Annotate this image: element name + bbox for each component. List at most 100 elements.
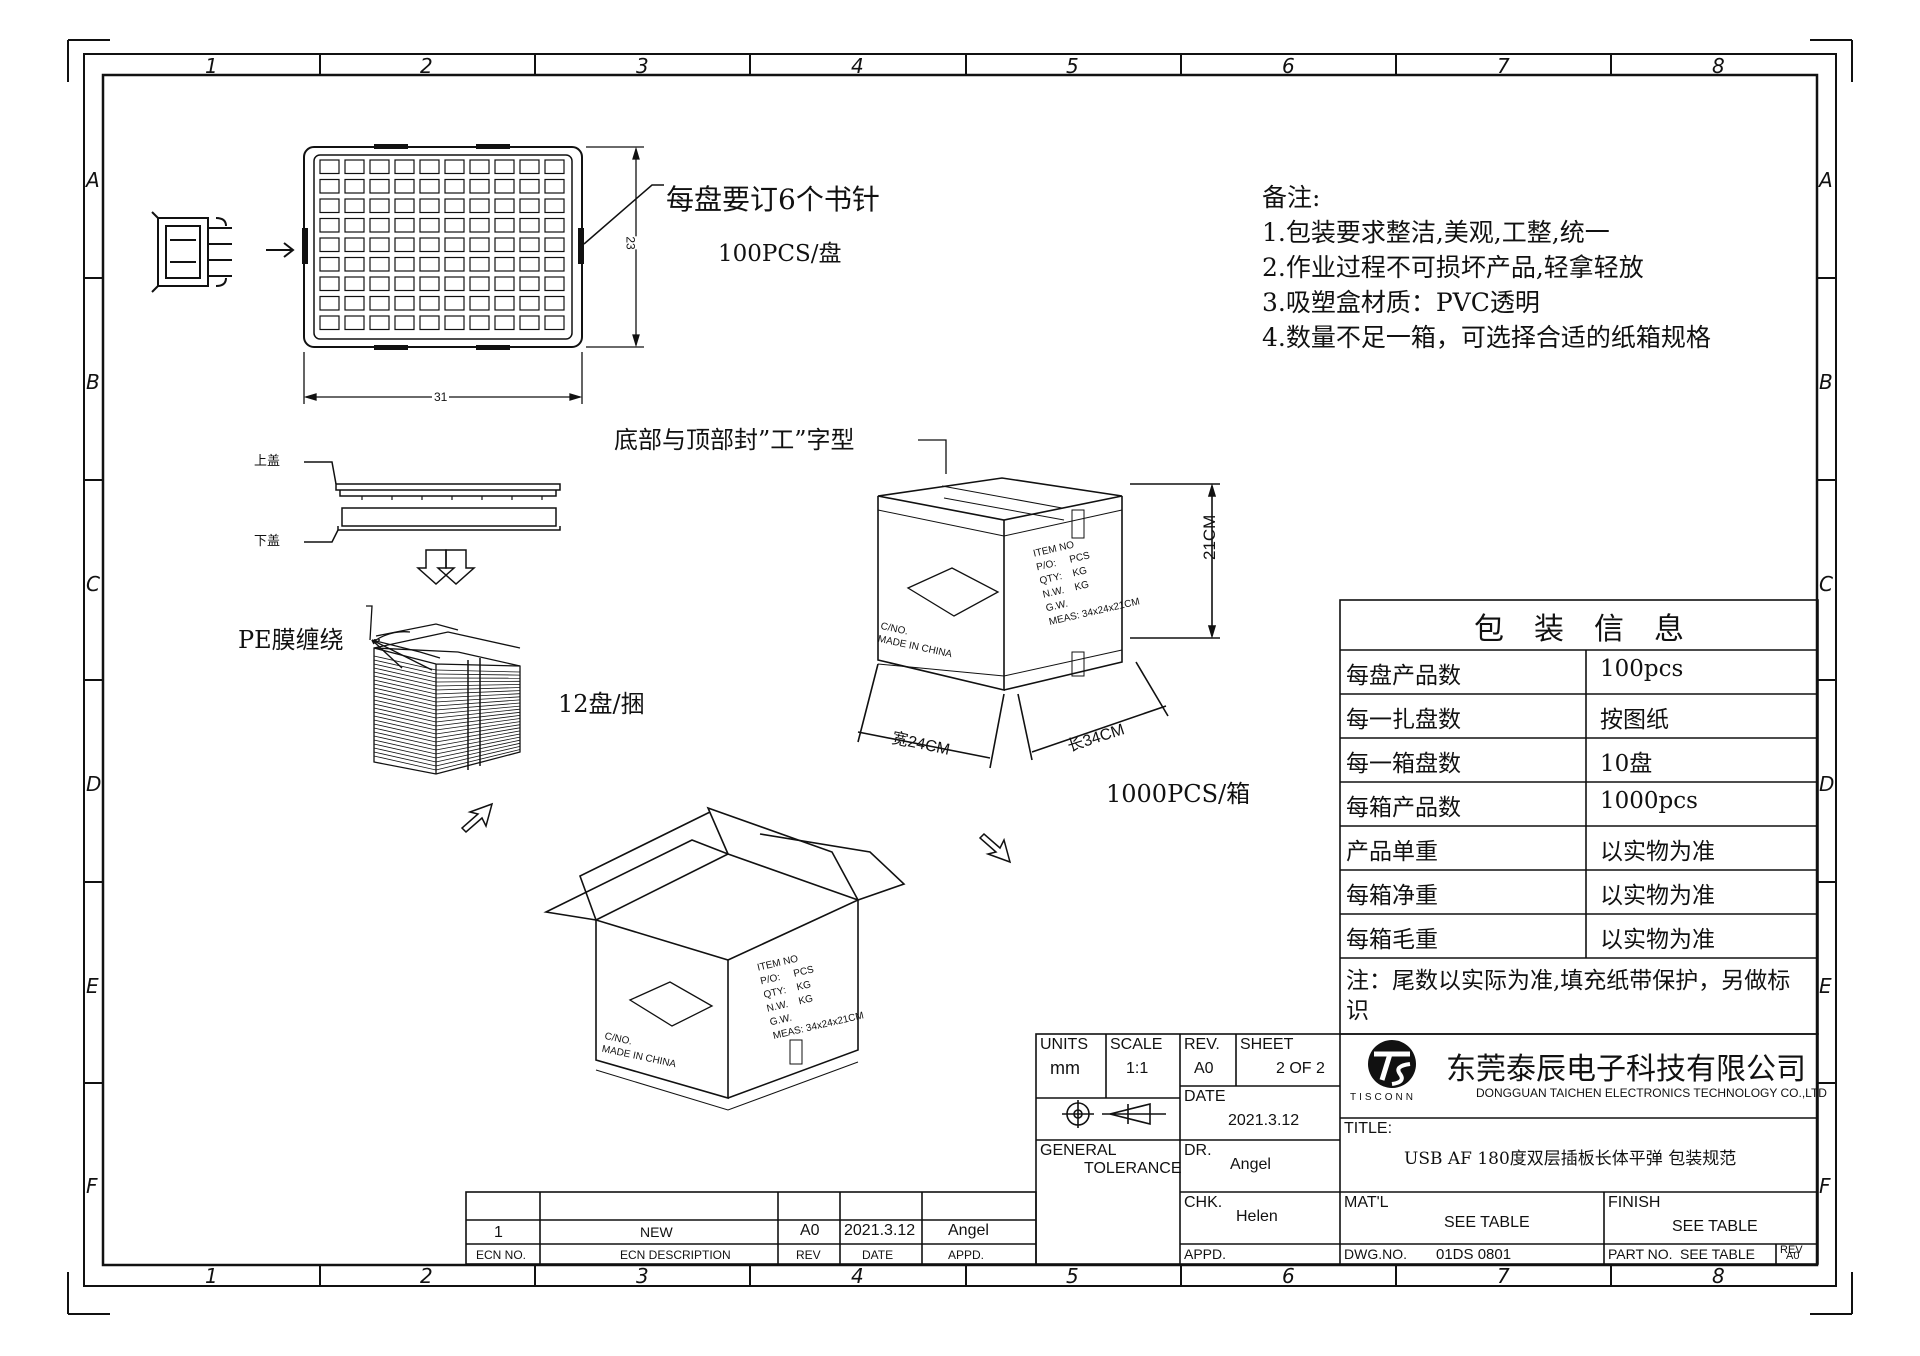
zone-row-e-right: E (1819, 974, 1832, 998)
zone-col-1-top: 1 (205, 54, 218, 78)
tray-pocket (444, 178, 465, 194)
zone-row-f-right: F (1819, 1174, 1831, 1198)
bundle-layer-line (373, 695, 437, 711)
tray-pocket (544, 237, 565, 253)
tolerance-label: TOLERANCE (1084, 1160, 1182, 1177)
dr-label: DR. (1184, 1142, 1212, 1159)
pack-row-7-key: 每箱毛重 (1346, 927, 1438, 953)
rev-head-appd: APPD. (948, 1248, 985, 1262)
tray-pocket (369, 159, 390, 175)
pe-wrap-leader-final (371, 639, 403, 669)
tray-pocket (544, 178, 565, 194)
pack-row-6-val: 以实物为准 (1600, 883, 1715, 909)
dwg-value: 01DS 0801 (1436, 1246, 1512, 1263)
zone-col-8-top: 8 (1712, 54, 1725, 78)
bundle-layer-line (373, 719, 437, 735)
zone-row-c-right: C (1819, 572, 1833, 596)
bundle-layer-line (435, 746, 521, 767)
title-label: TITLE: (1344, 1120, 1393, 1137)
drawing-title: USB AF 180度双层插板长体平弹 包装规范 (1404, 1149, 1737, 1169)
tray-pocket (369, 276, 390, 292)
tray-pocket (394, 276, 415, 292)
bundle-layer-line (435, 693, 521, 699)
tray-pocket (544, 217, 565, 233)
bottom-lid-label: 下盖 (254, 534, 281, 549)
pack-row-4-key: 每箱产品数 (1346, 795, 1461, 821)
scale-label: SCALE (1110, 1036, 1163, 1053)
rev-row-desc: NEW (640, 1224, 673, 1240)
zone-col-5-bottom: 5 (1066, 1264, 1079, 1288)
carton-kg-open: KG (795, 979, 813, 994)
rev-row-appd: Angel (948, 1222, 989, 1239)
bundle-layer-line (435, 718, 521, 731)
zone-col-2-bottom: 2 (420, 1264, 433, 1288)
tray-pocket (544, 315, 565, 331)
tray-pocket (469, 276, 490, 292)
part-label: PART NO. (1608, 1246, 1673, 1262)
finish-label: FINISH (1608, 1194, 1661, 1211)
tray-pocket (544, 159, 565, 175)
tray-pocket (369, 198, 390, 214)
notes-title: 备注: (1262, 183, 1321, 212)
tray-pocket (444, 295, 465, 311)
zone-col-4-bottom: 4 (851, 1264, 864, 1288)
rev-row-rev: A0 (800, 1222, 820, 1239)
tray-clips (302, 144, 584, 350)
pack-row-5-key: 产品单重 (1346, 839, 1438, 865)
dwg-label: DWG.NO. (1344, 1246, 1407, 1262)
pe-film-leader (374, 640, 432, 668)
tray-pocket (319, 276, 340, 292)
carton-pcs: PCS (1068, 550, 1091, 566)
tray-pocket (394, 178, 415, 194)
notes-block: 备注: 1.包装要求整洁,美观,工整,统一 2.作业过程不可损坏产品,轻拿轻放 … (1262, 180, 1711, 355)
bundle-drawing (366, 605, 521, 775)
pack-footnote: 注：尾数以实际为准,填充纸带保护，另做标识 (1346, 968, 1791, 1024)
rev-row-no: 1 (494, 1224, 503, 1241)
tray-pocket (344, 256, 365, 272)
pack-row-3-key: 每一箱盘数 (1346, 751, 1461, 777)
tray-pocket (444, 315, 465, 331)
tray-pocket (319, 159, 340, 175)
staples-note: 每盘要订6个书针 (666, 183, 880, 216)
pe-wrap-label: PE膜缠绕 (238, 626, 344, 654)
sheet-label: SHEET (1240, 1036, 1294, 1053)
tray-pocket (519, 159, 540, 175)
zone-col-6-top: 6 (1282, 54, 1295, 78)
chk-label: CHK. (1184, 1194, 1223, 1211)
date-label: DATE (1184, 1088, 1226, 1105)
outer-frame (83, 53, 1837, 1287)
zone-row-b-right: B (1819, 370, 1833, 394)
zone-col-7-bottom: 7 (1497, 1264, 1510, 1288)
bundle-layer-line (435, 680, 521, 683)
zone-row-d-right: D (1819, 772, 1835, 796)
tray-pocket (494, 217, 515, 233)
tray-pocket (419, 295, 440, 311)
tray-pocket (444, 217, 465, 233)
scale-value: 1:1 (1126, 1060, 1149, 1077)
pe-film-line (374, 640, 432, 668)
seal-note: 底部与顶部封”工”字型 (614, 426, 855, 454)
bundle-layer-line (373, 723, 437, 739)
date-value: 2021.3.12 (1228, 1112, 1300, 1129)
bundle-layer-line (435, 669, 521, 673)
bundle-layer-line (373, 663, 437, 679)
tray-pocket (469, 237, 490, 253)
box-qty: 1000PCS/箱 (1106, 780, 1251, 808)
tray-pocket (519, 198, 540, 214)
tray-pocket (444, 276, 465, 292)
tray-pocket (369, 315, 390, 331)
tray-pocket (394, 217, 415, 233)
tray-pocket (519, 178, 540, 194)
zone-col-8-bottom: 8 (1712, 1264, 1725, 1288)
bundle-layer-line (373, 655, 437, 671)
tray-pocket (369, 237, 390, 253)
box-height-dim: 21CM (1200, 514, 1219, 560)
tray-pocket (469, 198, 490, 214)
units-value: mm (1050, 1058, 1080, 1078)
bundle-layer-line (373, 715, 437, 731)
tray-pocket (394, 237, 415, 253)
pack-row-6-key: 每箱净重 (1346, 883, 1438, 909)
zone-row-e-left: E (86, 974, 99, 998)
bundle-layer-line (435, 696, 521, 703)
tray-pocket (344, 217, 365, 233)
